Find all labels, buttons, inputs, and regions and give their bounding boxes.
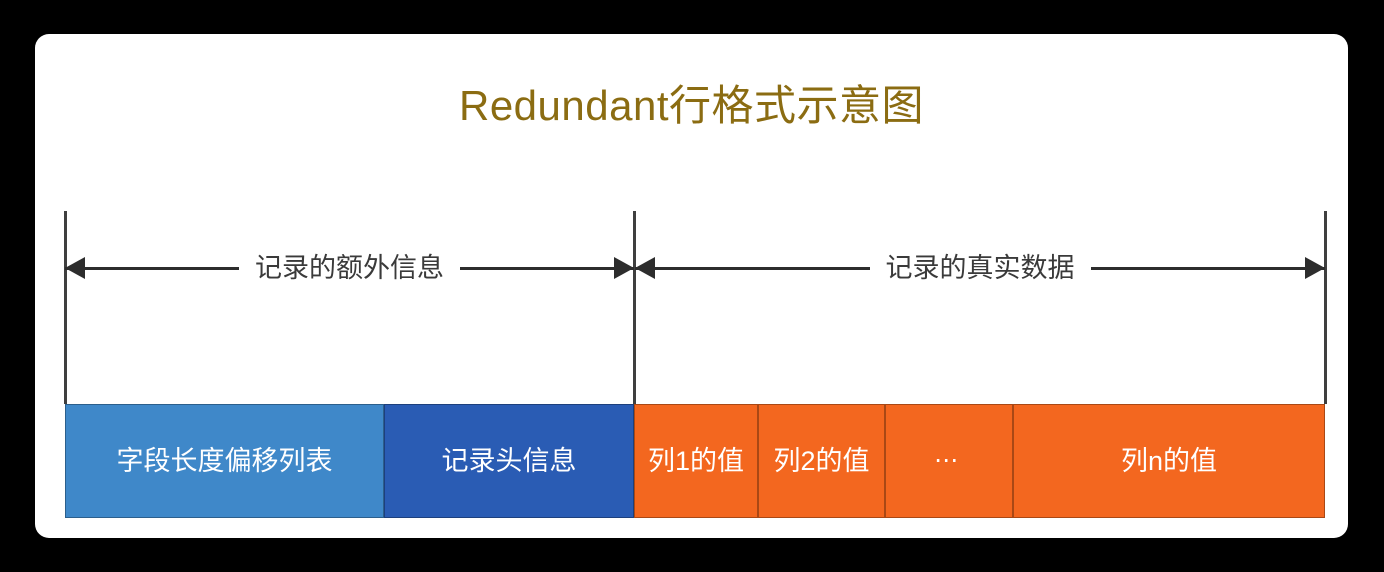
arrow-line-right-segment xyxy=(1090,257,1325,279)
guide-line-middle xyxy=(633,211,636,404)
box-column-ellipsis: ⋯ xyxy=(885,404,1013,518)
box-column-2-value: 列2的值 xyxy=(758,404,885,518)
arrow-line-left-segment xyxy=(65,257,239,279)
arrow-head-left-icon xyxy=(65,257,85,279)
arrow-line-left-segment xyxy=(635,257,870,279)
redundant-row-format-diagram: 记录的额外信息 记录的真实数据 字段长度偏移列表 记录头信息 列1的值 列2的值 xyxy=(35,34,1348,538)
guide-line-left xyxy=(64,211,67,404)
real-data-span-arrow: 记录的真实数据 xyxy=(635,244,1325,292)
real-data-label: 记录的真实数据 xyxy=(885,252,1075,283)
row-format-boxes: 字段长度偏移列表 记录头信息 列1的值 列2的值 ⋯ 列n的值 xyxy=(65,404,1325,518)
box-column-1-value: 列1的值 xyxy=(634,404,758,518)
page-title: Redundant行格式示意图 xyxy=(458,82,924,129)
box-record-header-info: 记录头信息 xyxy=(384,404,634,518)
box-column-n-value: 列n的值 xyxy=(1013,404,1325,518)
extra-info-label: 记录的额外信息 xyxy=(255,252,444,283)
diagram-card: Redundant行格式示意图 记录的额外信息 记录的真实数据 xyxy=(35,34,1348,538)
arrow-head-right-icon xyxy=(614,257,634,279)
box-field-length-offset-list: 字段长度偏移列表 xyxy=(65,404,384,518)
guide-line-right xyxy=(1324,211,1327,404)
arrow-head-left-icon xyxy=(635,257,655,279)
arrow-line-right-segment xyxy=(460,257,634,279)
arrow-head-right-icon xyxy=(1305,257,1325,279)
extra-info-span-arrow: 记录的额外信息 xyxy=(65,244,634,292)
